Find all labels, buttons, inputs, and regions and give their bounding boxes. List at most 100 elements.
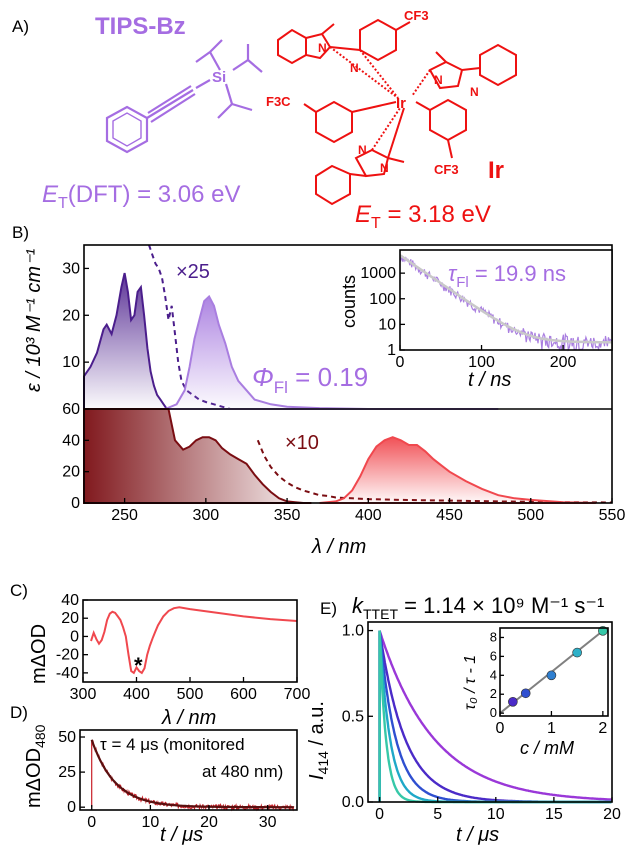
panel-b-top-y-tick-label: 10 bbox=[62, 354, 80, 371]
panel-b-top-y-tick-label: 20 bbox=[62, 307, 80, 324]
inset-e-y-tick-label: 0 bbox=[490, 705, 497, 720]
inset-e-x-tick-label: 0 bbox=[496, 720, 505, 737]
panel-b-x-tick-label: 400 bbox=[355, 507, 382, 524]
ir-phosphorescence-area bbox=[319, 436, 596, 504]
ir-absorption-area bbox=[83, 408, 312, 504]
inset-e-xlabel: c / mM bbox=[520, 738, 574, 758]
inset-b-y-tick-label: 100 bbox=[369, 291, 396, 308]
panel-b-bottom-y-tick-label: 20 bbox=[62, 464, 80, 481]
panel-c-y-tick-label: -20 bbox=[56, 647, 79, 664]
inset-b-y-tick-label: 10 bbox=[378, 316, 396, 333]
panel-d-x-tick-label: 30 bbox=[259, 814, 277, 831]
inset-e-y-tick-label: 2 bbox=[490, 686, 497, 701]
inset-b-x-tick-label: 200 bbox=[550, 354, 577, 371]
inset-b-y-tick-label: 1 bbox=[387, 342, 396, 359]
panel-c-x-tick-label: 300 bbox=[70, 686, 97, 703]
cf3-group: CF3 bbox=[404, 8, 429, 23]
inset-b-x-tick-label: 100 bbox=[468, 354, 495, 371]
n-atom: N bbox=[318, 41, 327, 55]
tips-et-label: ET(DFT) = 3.06 eV bbox=[42, 181, 241, 212]
inset-e-y-tick-label: 8 bbox=[490, 629, 497, 644]
panel-e-x-tick-label: 5 bbox=[433, 806, 442, 823]
n-atom: N bbox=[350, 61, 359, 75]
inset-decay-fit bbox=[399, 254, 612, 344]
multiplier-x25: ×25 bbox=[176, 261, 210, 283]
panel-b-xlabel: λ / nm bbox=[311, 536, 366, 558]
panel-e-ylabel: I414 / a.u. bbox=[306, 701, 331, 780]
panel-d-frame bbox=[79, 729, 298, 811]
panel-e-x-tick-label: 20 bbox=[603, 806, 621, 823]
panel-a: A) TIPS-Bz Si ET(DFT) = 3.06 eV bbox=[12, 8, 517, 232]
panel-d-y-tick-label: 50 bbox=[58, 729, 76, 746]
panel-d-y-tick-label: 0 bbox=[67, 799, 76, 816]
inset-e-y-tick-label: 6 bbox=[490, 648, 497, 663]
panel-b-x-tick-label: 300 bbox=[192, 507, 219, 524]
f3c-group: F3C bbox=[266, 94, 291, 109]
panel-d-annotation-1: τ = 4 μs (monitored bbox=[100, 735, 245, 754]
panel-e-x-tick-label: 10 bbox=[487, 806, 505, 823]
panel-c-star: * bbox=[134, 653, 143, 678]
panel-d-x-tick-label: 0 bbox=[87, 814, 96, 831]
ir-name: Ir bbox=[488, 157, 504, 184]
inset-e-y-tick-label: 4 bbox=[490, 667, 497, 682]
panel-c-y-tick-label: -40 bbox=[56, 665, 79, 682]
tips-bz-structure bbox=[105, 39, 263, 154]
panel-b-top-plot bbox=[83, 244, 499, 410]
panel-e-x-tick-label: 15 bbox=[545, 806, 563, 823]
panel-b-label: B) bbox=[12, 223, 29, 242]
n-atom: N bbox=[434, 73, 443, 87]
panel-b-ylabel: ε / 10³ M⁻¹ cm⁻¹ bbox=[23, 248, 45, 392]
panel-c-trace bbox=[90, 606, 298, 675]
inset-ticks: 0 100 200 1 10 100 1000 bbox=[360, 265, 576, 371]
panel-e-y-tick-label: 0.5 bbox=[342, 708, 364, 725]
tips-fluorescence-area bbox=[164, 294, 499, 410]
panel-c-y-tick-label: 0 bbox=[70, 628, 79, 645]
tips-name: TIPS-Bz bbox=[95, 13, 186, 40]
k-ttet-label: kTTET = 1.14 × 10⁹ M⁻¹ s⁻¹ bbox=[352, 593, 604, 622]
tips-absorption-area bbox=[83, 272, 169, 410]
inset-point bbox=[572, 647, 582, 658]
phi-fl-label: ΦFl = 0.19 bbox=[252, 362, 368, 397]
n-atom: N bbox=[380, 161, 389, 175]
panel-c-ylabel: mΔOD bbox=[28, 624, 50, 684]
inset-b-x-tick-label: 0 bbox=[396, 354, 405, 371]
panel-d-x-tick-label: 20 bbox=[200, 814, 218, 831]
panel-b-bottom-y-tick-label: 0 bbox=[71, 495, 80, 512]
panel-c-x-tick-label: 500 bbox=[177, 686, 204, 703]
panel-c-y-tick-label: 20 bbox=[61, 610, 79, 627]
panel-c-xlabel: λ / nm bbox=[161, 707, 216, 729]
tips-absorption-x25-line bbox=[148, 244, 231, 410]
panel-b-x-tick-label: 550 bbox=[599, 507, 626, 524]
inset-b-y-tick-label: 1000 bbox=[360, 265, 396, 282]
panel-a-label: A) bbox=[12, 17, 29, 36]
inset-e-x-tick-label: 1 bbox=[547, 720, 556, 737]
cf3-group: CF3 bbox=[434, 162, 459, 177]
panel-d-annotation-2: at 480 nm) bbox=[202, 762, 283, 781]
panel-d-xlabel: t / μs bbox=[160, 824, 203, 846]
inset-e-x-tick-label: 2 bbox=[598, 720, 607, 737]
panel-d-ylabel: mΔOD480 bbox=[23, 724, 48, 808]
panel-d-fit bbox=[90, 739, 294, 809]
panel-d-y-tick-label: 25 bbox=[58, 764, 76, 781]
panel-c-label: C) bbox=[10, 581, 28, 600]
si-atom: Si bbox=[212, 69, 226, 86]
inset-ylabel: counts bbox=[339, 275, 359, 328]
inset-point bbox=[546, 670, 557, 681]
panel-c-y-tick-label: 40 bbox=[61, 592, 79, 609]
n-atom: N bbox=[470, 85, 479, 99]
inset-frame bbox=[399, 249, 613, 351]
panel-b-x-tick-label: 500 bbox=[517, 507, 544, 524]
panel-b-x-tick-label: 350 bbox=[274, 507, 301, 524]
inset-e-ylabel: τ₀ / τ - 1 bbox=[462, 655, 479, 710]
ir-center-atom: Ir bbox=[396, 95, 406, 112]
